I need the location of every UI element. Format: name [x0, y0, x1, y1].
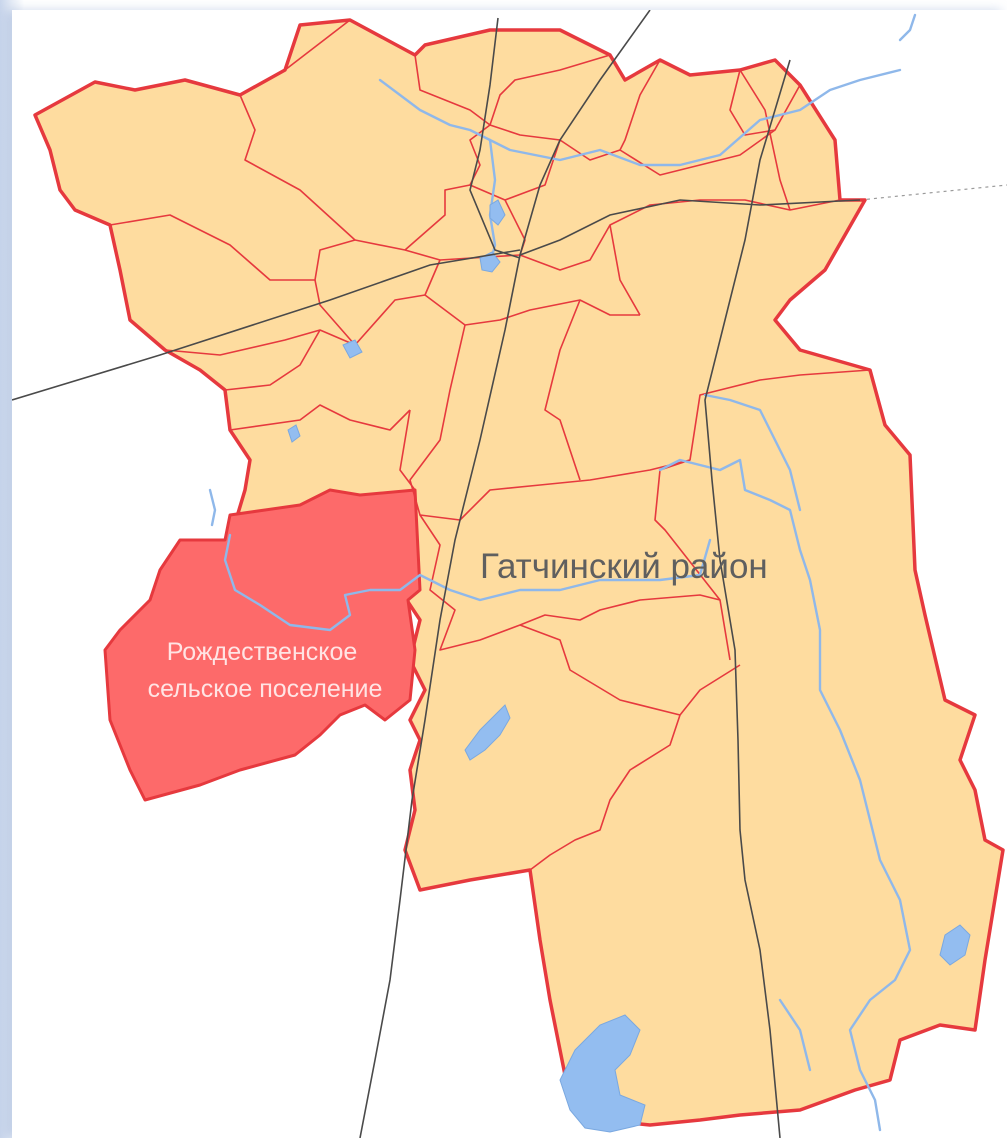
lake-north-2: [342, 339, 363, 359]
map-frame: Гатчинский район Рождественское сельское…: [12, 10, 1007, 1138]
district-label: Гатчинский район: [480, 547, 768, 586]
settlement-label-line1: Рождественское: [167, 638, 358, 666]
lake-south: [559, 1014, 646, 1133]
lake-north-1: [479, 251, 501, 273]
rivers: [208, 13, 917, 1132]
lake-north-3: [489, 199, 506, 226]
district-map: Гатчинский район Рождественское сельское…: [12, 10, 1007, 1138]
lake-west: [287, 424, 301, 443]
lake-center: [464, 704, 511, 761]
outer-dashed-boundary: [859, 184, 1007, 201]
settlement-borders: [109, 19, 871, 871]
lakes: [287, 199, 971, 1133]
lake-east: [939, 924, 971, 966]
rozhdestveno-settlement-area[interactable]: [103, 488, 422, 802]
railways: [12, 10, 861, 1138]
settlement-label-line2: сельское поселение: [148, 675, 383, 703]
